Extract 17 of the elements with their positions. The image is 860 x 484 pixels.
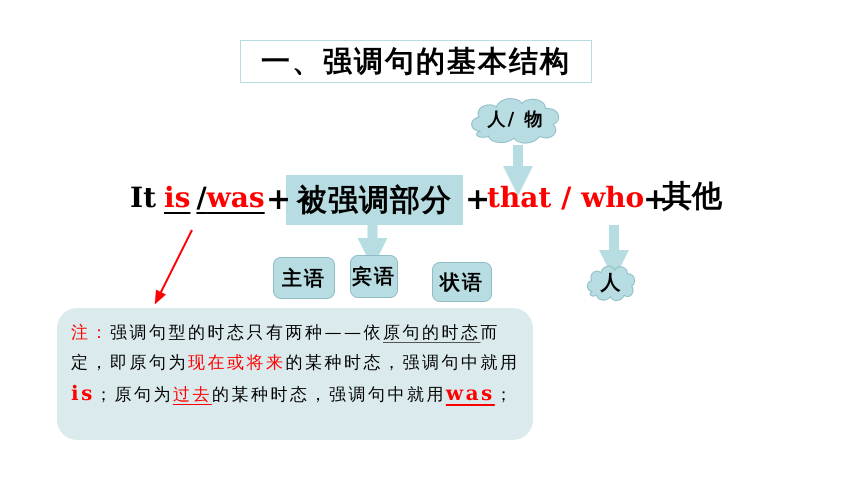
grammar-term: 状语 bbox=[440, 268, 484, 296]
formula-text: It is /was bbox=[130, 182, 265, 214]
block-arrow bbox=[503, 145, 533, 196]
component-box bbox=[432, 262, 492, 302]
grammar-term: 主语 bbox=[282, 264, 326, 292]
cloud-label: 人 bbox=[600, 268, 622, 296]
arrow bbox=[154, 230, 193, 304]
cloud-label: 人/ 物 bbox=[488, 108, 544, 131]
component-box bbox=[350, 255, 398, 298]
grammar-term: 宾语 bbox=[352, 263, 396, 290]
note-text: 注：强调句型的时态只有两种——依 原句的时态而定，即原句为 现在或将来 的某种时态，强调句中就用 is；原句为 过去 的某种时态，强调句中就用 was； bbox=[71, 322, 520, 407]
emphasized-part-text: 被强调部分 bbox=[297, 184, 452, 216]
note-box bbox=[57, 308, 533, 440]
highlight-box bbox=[286, 175, 463, 225]
formula-text: + bbox=[266, 183, 292, 216]
component-box bbox=[273, 257, 335, 299]
title-text: 一、强调句的基本结构 bbox=[261, 42, 571, 80]
